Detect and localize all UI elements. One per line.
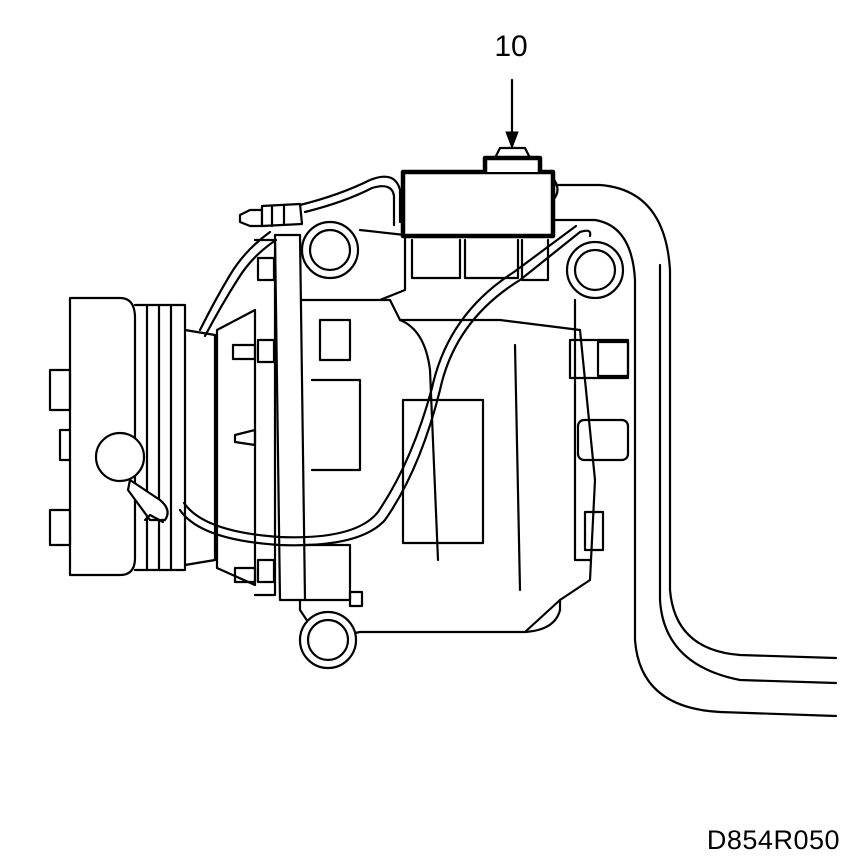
clutch-connector bbox=[94, 431, 169, 524]
clutch-pulley bbox=[48, 296, 217, 577]
wiring-harness bbox=[178, 175, 592, 547]
mounting-bosses bbox=[298, 220, 625, 670]
valve-block bbox=[400, 146, 559, 239]
figure-code-label: D854R050 bbox=[706, 825, 840, 855]
callout-number-label: 10 bbox=[494, 30, 528, 63]
callout-leader bbox=[505, 78, 519, 150]
front-flange bbox=[215, 233, 364, 608]
refrigerant-pipe bbox=[553, 183, 838, 718]
